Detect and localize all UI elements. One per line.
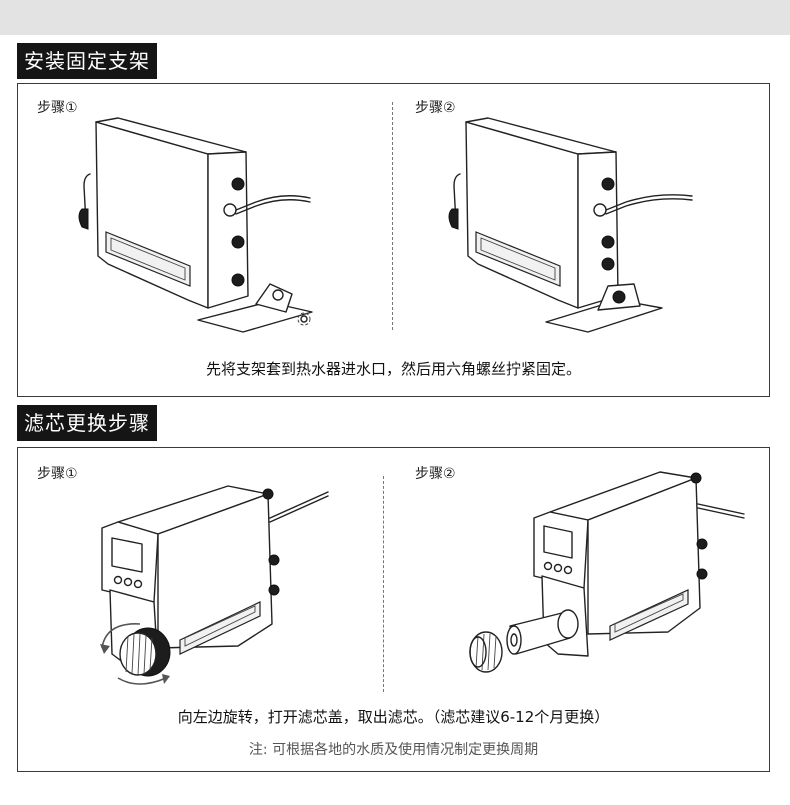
install-panel: 步骤① 步骤② xyxy=(17,83,770,397)
filter-divider xyxy=(383,476,384,692)
filter-step2-label: 步骤② xyxy=(415,466,456,482)
install-divider xyxy=(392,102,393,330)
filter-step2-illustration xyxy=(469,471,745,673)
filter-step1-label: 步骤① xyxy=(37,466,78,482)
filter-section-title: 滤芯更换步骤 xyxy=(17,405,157,441)
filter-caption: 向左边旋转，打开滤芯盖，取出滤芯。（滤芯建议6-12个月更换） xyxy=(177,708,610,726)
install-step1-label: 步骤① xyxy=(37,100,78,116)
install-step2-illustration xyxy=(448,117,693,333)
install-caption: 先将支架套到热水器进水口，然后用六角螺丝拧紧固定。 xyxy=(205,360,581,378)
filter-step1-illustration xyxy=(100,485,329,685)
install-step2-label: 步骤② xyxy=(415,100,456,116)
top-strip xyxy=(0,0,790,35)
install-section-title: 安装固定支架 xyxy=(17,43,157,79)
filter-panel: 步骤① 步骤② xyxy=(17,447,770,772)
install-step1-illustration xyxy=(78,117,313,333)
filter-note: 注: 可根据各地的水质及使用情况制定更换周期 xyxy=(248,742,539,758)
